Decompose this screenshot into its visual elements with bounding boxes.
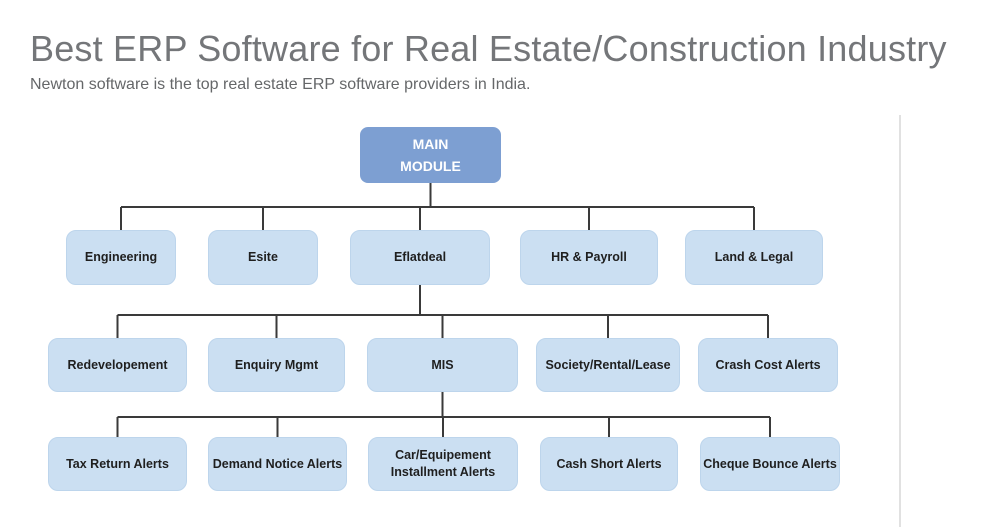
org-node-eflatdeal: Eflatdeal	[350, 230, 490, 285]
org-node-label: Cheque Bounce Alerts	[703, 456, 837, 471]
org-node-esite: Esite	[208, 230, 318, 285]
org-node-main-module: MAIN MODULE	[360, 127, 501, 183]
org-node-label: HR & Payroll	[551, 250, 627, 265]
org-node-label: Car/Equipement Installment Alerts	[390, 448, 496, 479]
org-node-hr-payroll: HR & Payroll	[520, 230, 658, 285]
org-node-label: Tax Return Alerts	[66, 456, 169, 471]
page-title: Best ERP Software for Real Estate/Constr…	[30, 28, 947, 69]
org-node-land-legal: Land & Legal	[685, 230, 823, 285]
org-node-label: Society/Rental/Lease	[545, 357, 671, 372]
connector-level1	[120, 183, 755, 230]
org-node-label: MIS	[431, 357, 454, 372]
org-node-label: Esite	[248, 250, 278, 265]
org-node-label: Enquiry Mgmt	[234, 357, 319, 372]
connector-level3	[116, 392, 771, 437]
org-node-label: Engineering	[84, 250, 158, 265]
connector-level2	[116, 285, 769, 338]
org-node-cheque-bounce-alerts: Cheque Bounce Alerts	[700, 437, 840, 491]
org-node-car-equipement-installment-alerts: Car/Equipement Installment Alerts	[368, 437, 518, 491]
org-node-label: MAIN MODULE	[400, 135, 461, 174]
org-node-mis: MIS	[367, 338, 518, 392]
org-node-crash-cost-alerts: Crash Cost Alerts	[698, 338, 838, 392]
org-node-enquiry-mgmt: Enquiry Mgmt	[208, 338, 345, 392]
org-node-label: Cash Short Alerts	[556, 456, 662, 471]
org-node-demand-notice-alerts: Demand Notice Alerts	[208, 437, 347, 491]
content-right-divider	[899, 115, 901, 527]
page-subtitle: Newton software is the top real estate E…	[30, 76, 531, 93]
org-node-redevelopement: Redevelopement	[48, 338, 187, 392]
org-node-label: Crash Cost Alerts	[715, 357, 821, 372]
org-node-label: Redevelopement	[67, 357, 168, 372]
org-node-label: Eflatdeal	[393, 250, 447, 265]
org-node-tax-return-alerts: Tax Return Alerts	[48, 437, 187, 491]
org-node-label: Land & Legal	[714, 250, 794, 265]
org-node-engineering: Engineering	[66, 230, 176, 285]
org-node-cash-short-alerts: Cash Short Alerts	[540, 437, 678, 491]
org-node-label: Demand Notice Alerts	[212, 456, 343, 471]
org-node-society-rental-lease: Society/Rental/Lease	[536, 338, 680, 392]
